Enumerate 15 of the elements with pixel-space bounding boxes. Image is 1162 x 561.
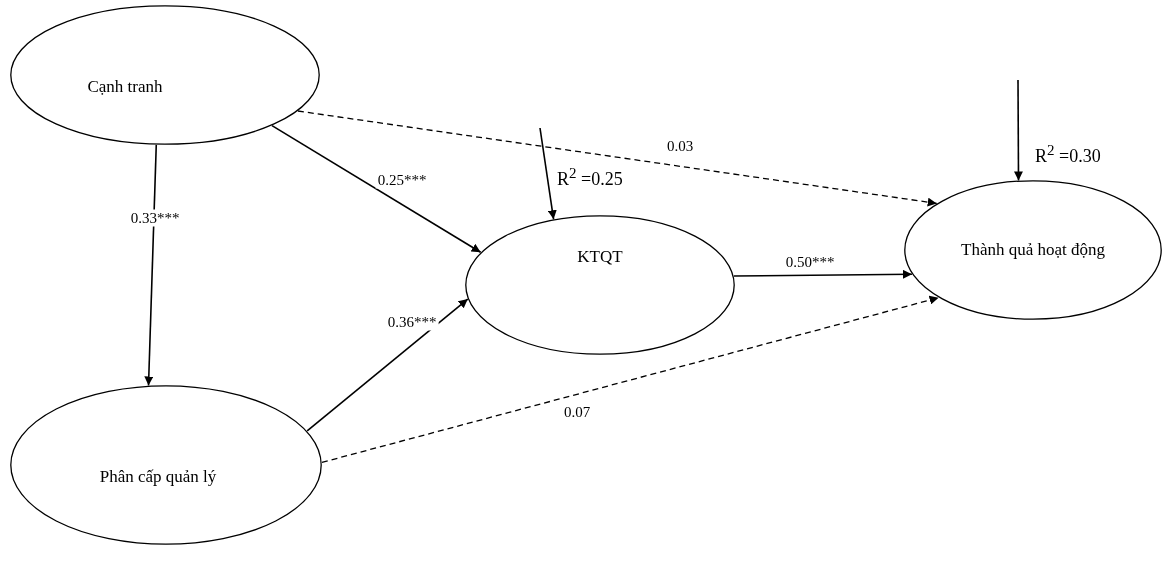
- arrow: [1013, 79, 1023, 182]
- edge-label: 0.33***: [128, 209, 182, 227]
- r-squared-label: R$^{2}$ =0.25: [557, 165, 623, 190]
- r-squared-label: R$^{2}$ =0.30: [1035, 142, 1101, 167]
- node-label: Cạnh tranh: [87, 77, 163, 97]
- node-label: KTQT: [577, 247, 623, 267]
- arrow: [321, 295, 940, 464]
- node-label: Phân cấp quản lý: [99, 467, 217, 487]
- arrow: [271, 124, 482, 254]
- arrow: [539, 127, 557, 221]
- arrow: [733, 269, 913, 279]
- node-label: Thành quả hoạt động: [961, 240, 1105, 260]
- arrow: [144, 144, 158, 387]
- arrow: [306, 298, 469, 432]
- arrow: [297, 110, 938, 207]
